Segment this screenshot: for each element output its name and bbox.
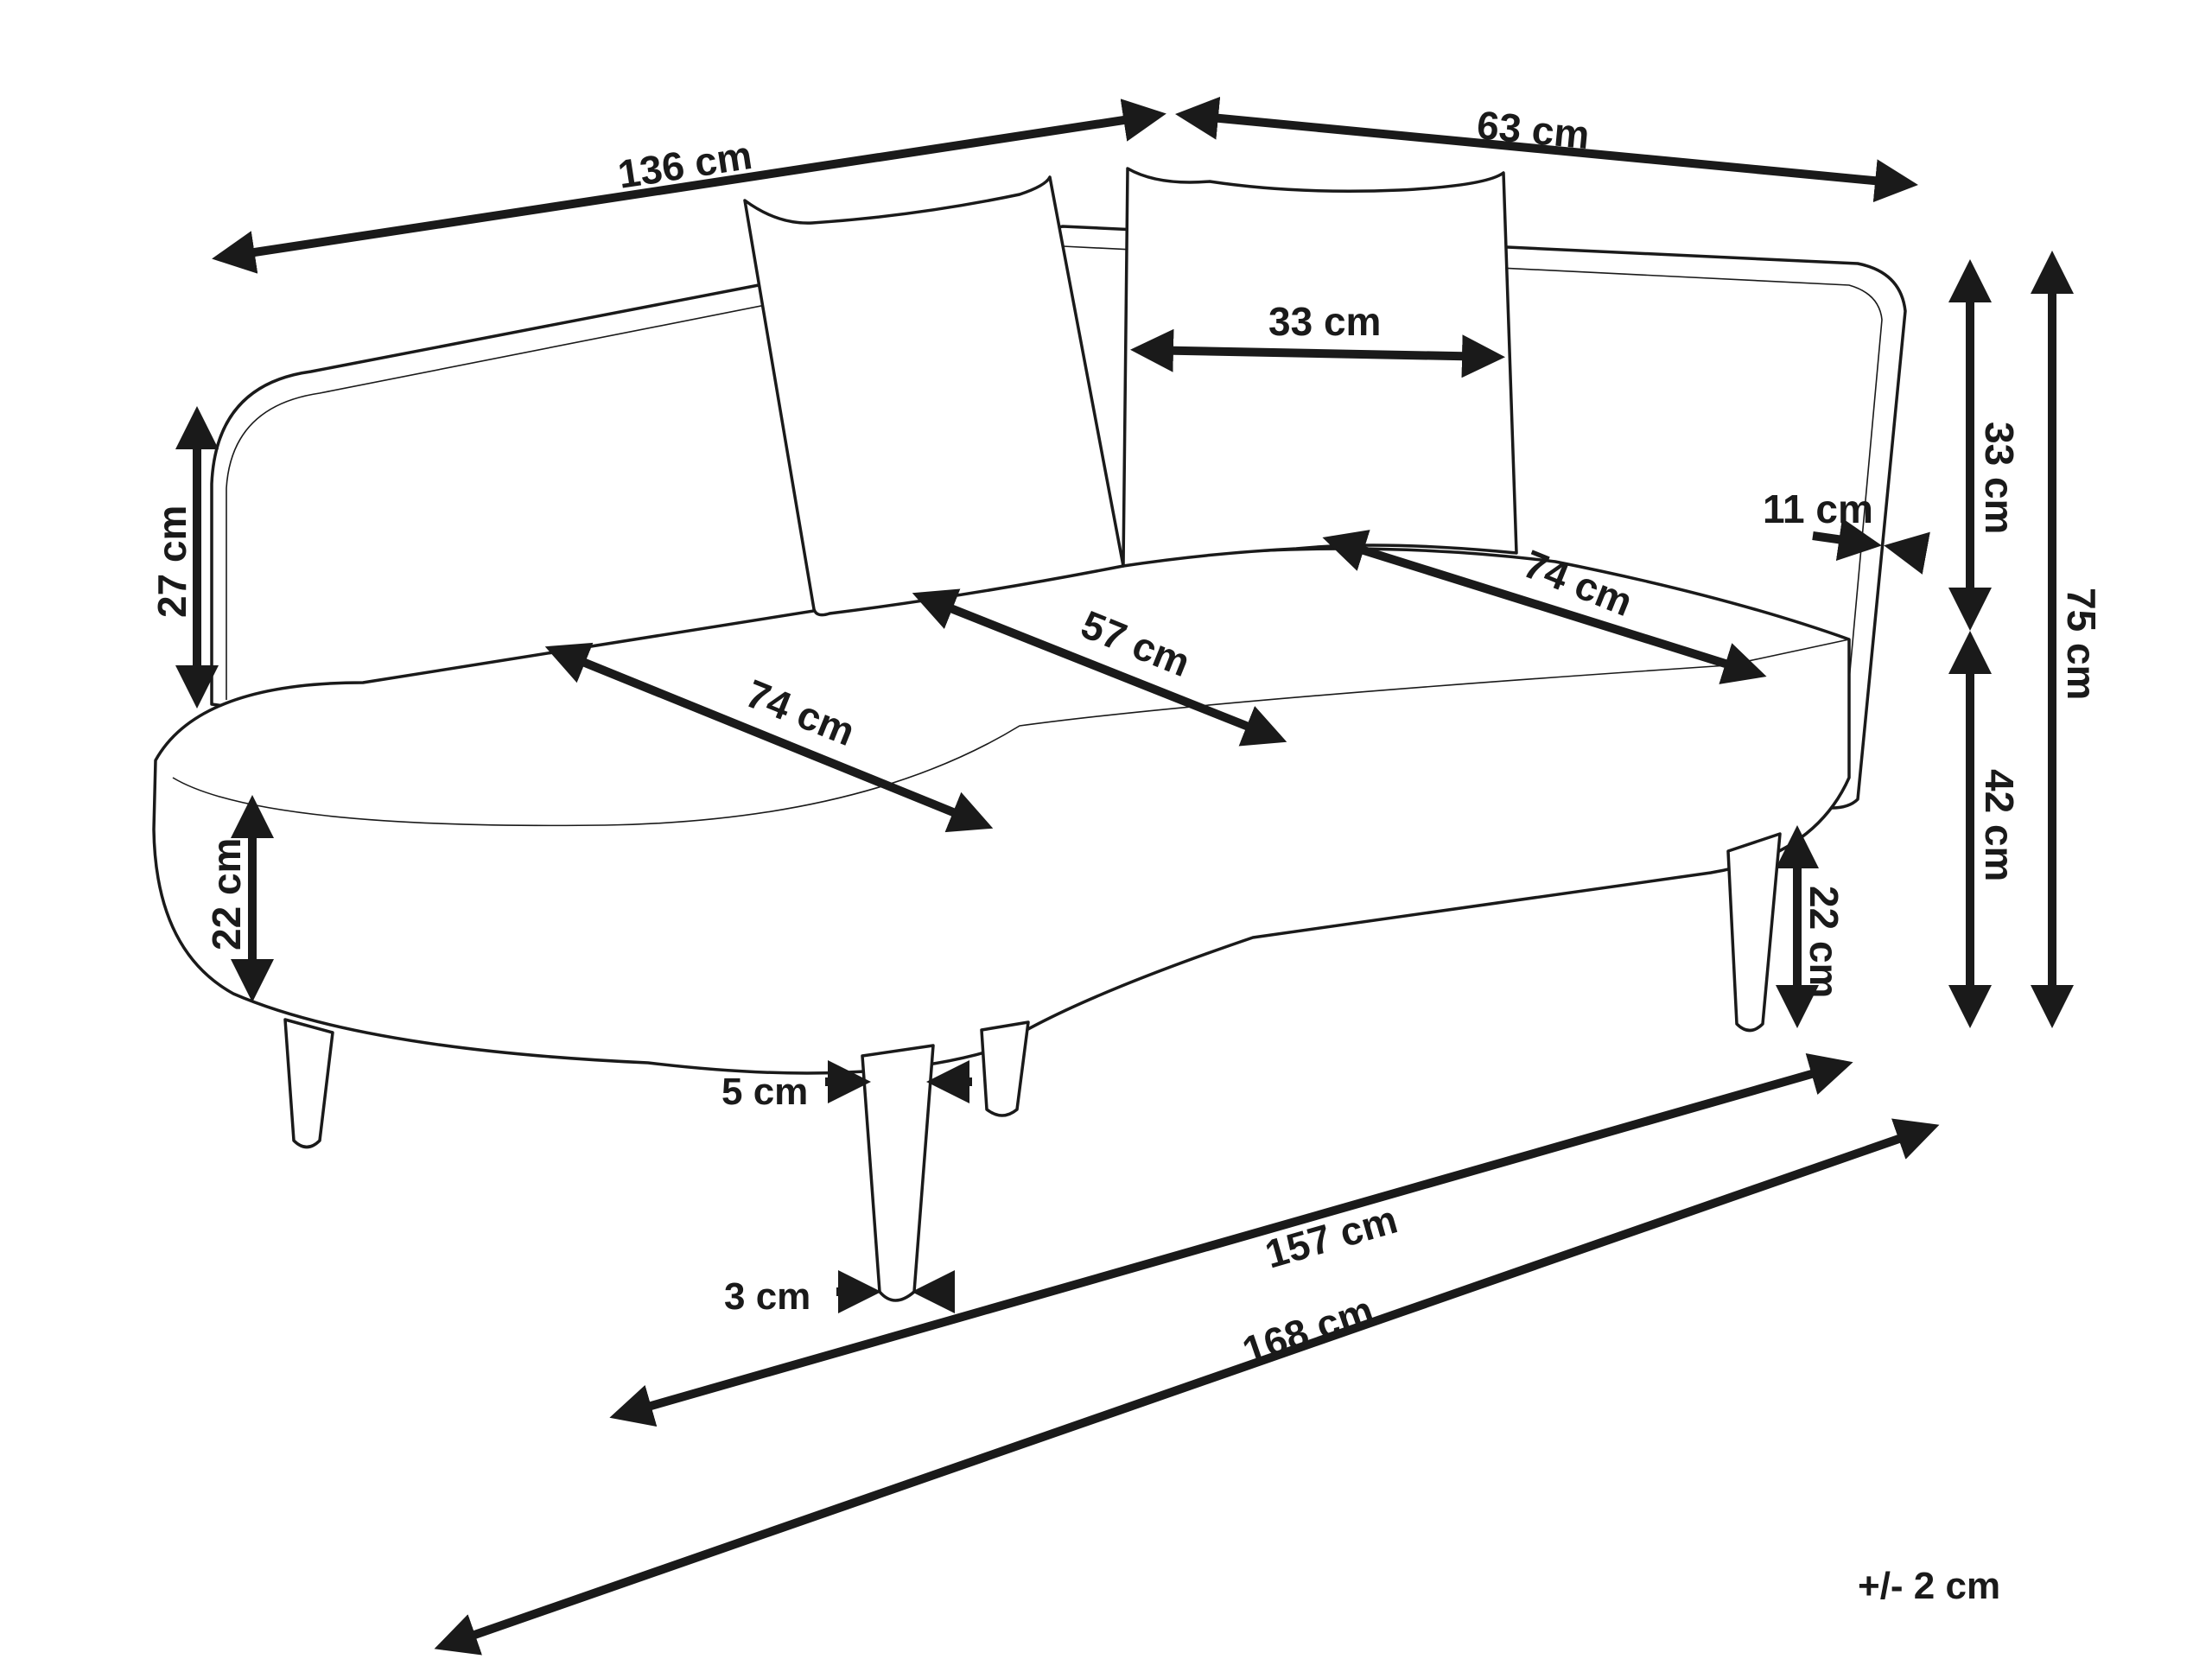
sofa-drawing (152, 167, 1907, 1302)
label-leg-height-right: 22 cm (1802, 886, 1847, 998)
leg-front-left (283, 1018, 334, 1149)
leg-back-middle (980, 1020, 1030, 1117)
label-backrest-length: 136 cm (615, 132, 755, 197)
leg-front-middle (861, 1044, 935, 1302)
tolerance-note: +/- 2 cm (1858, 1565, 2000, 1607)
label-leg-bottom-width: 3 cm (724, 1275, 810, 1318)
label-backrest-thickness: 11 cm (1763, 486, 1873, 531)
label-armrest-height-left: 27 cm (149, 505, 194, 618)
label-total-height: 75 cm (2059, 588, 2104, 700)
dimension-lines (175, 96, 2074, 1656)
label-leg-top-width: 5 cm (721, 1071, 808, 1113)
leg-right (1726, 832, 1782, 1033)
label-total-length: 168 cm (1236, 1287, 1378, 1373)
label-backrest-height-right: 33 cm (1977, 422, 2022, 534)
label-side-depth: 63 cm (1475, 102, 1592, 157)
label-cushion-width: 33 cm (1268, 299, 1381, 344)
cushion-right (1122, 167, 1518, 568)
label-seat-height: 42 cm (1977, 769, 2022, 881)
label-seat-thickness-left: 22 cm (204, 838, 249, 950)
